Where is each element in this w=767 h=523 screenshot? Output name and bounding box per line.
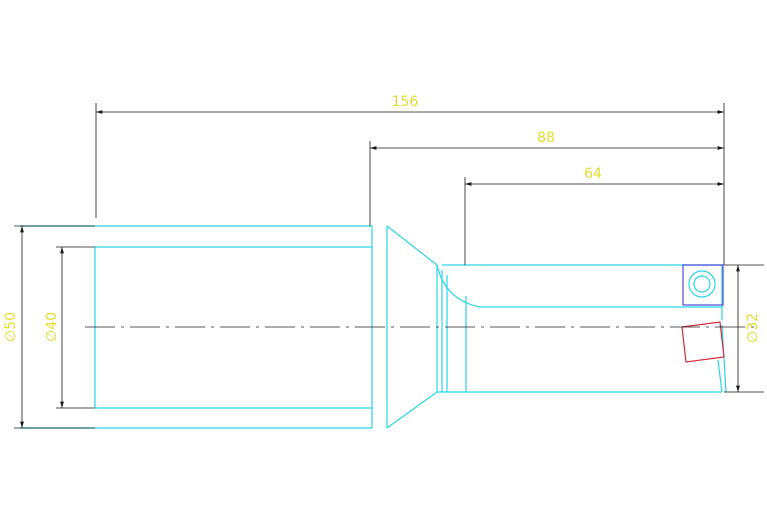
dim-text-dia50: ∅50 <box>3 312 19 342</box>
dim-text-156: 156 <box>392 94 419 110</box>
tip-edge-lower <box>721 324 727 393</box>
dim-text-dia40: ∅40 <box>44 312 60 342</box>
cone-top <box>386 225 438 266</box>
dimension-lines <box>14 103 764 429</box>
flute-curve <box>436 264 481 308</box>
dim-text-64: 64 <box>584 166 602 182</box>
top-insert <box>682 264 724 306</box>
dim-text-dia32: ∅32 <box>745 313 761 343</box>
bottom-insert <box>681 321 725 363</box>
dim-text-88: 88 <box>537 130 555 146</box>
cutting-inserts <box>681 264 725 363</box>
insert-screw-outer <box>688 270 716 298</box>
insert-screw-inner <box>693 275 711 293</box>
cone-bottom <box>386 391 438 429</box>
tip-edge-lower-2 <box>717 359 723 393</box>
